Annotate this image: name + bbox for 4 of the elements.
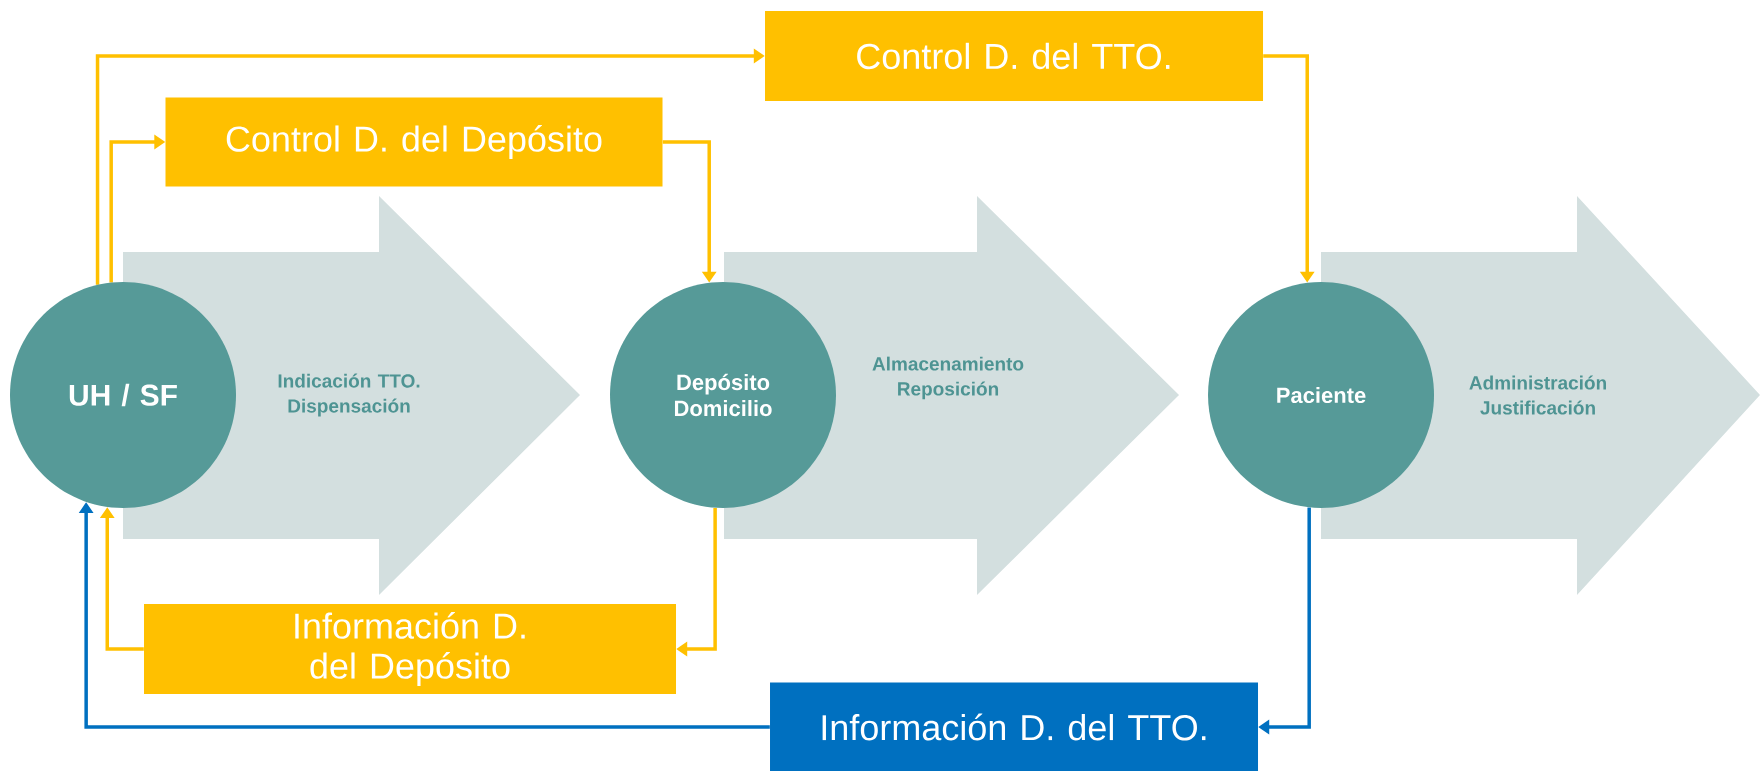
info-box: Control D. del Depósito xyxy=(165,97,663,187)
info-box: Información D. del TTO. xyxy=(770,682,1258,771)
info-box: Información D. del Depósito xyxy=(144,604,676,694)
info-box: Control D. del TTO. xyxy=(765,11,1263,101)
